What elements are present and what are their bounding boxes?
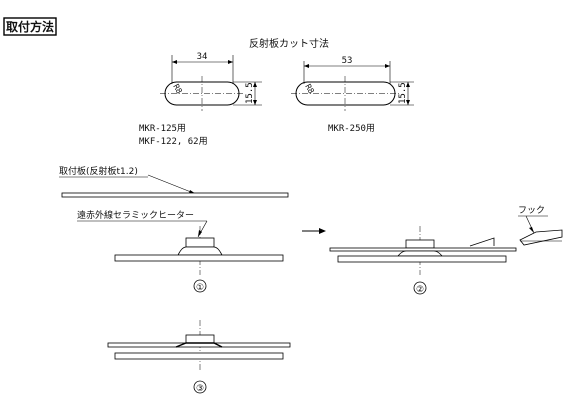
- title-box: [3, 17, 57, 36]
- slot-right-height: 15.5: [398, 82, 408, 104]
- step-1-figure: [114, 226, 284, 275]
- hook-label: フック: [518, 205, 545, 216]
- slot-right-model: MKR-250用: [328, 123, 375, 134]
- slot-left: 34 15.5 R8 MKR-125用 MKF-122, 62用: [139, 52, 262, 147]
- slot-left-model-1: MKR-125用: [139, 123, 186, 134]
- mount-plate-label: 取付板(反射板t1.2): [59, 165, 138, 177]
- step-2-figure: [329, 226, 563, 275]
- slot-right-width: 53: [342, 56, 353, 66]
- slot-right-radius: R8: [303, 83, 316, 96]
- arrow-right: [319, 228, 326, 234]
- step-3-number: ③: [196, 384, 204, 394]
- step-3-figure: [107, 320, 291, 372]
- slot-left-model-2: MKF-122, 62用: [139, 136, 208, 147]
- slot-left-width: 34: [197, 52, 208, 62]
- slot-left-height: 15.5: [245, 82, 255, 104]
- page-title: 取付方法: [6, 19, 54, 34]
- step-1-number: ①: [196, 283, 204, 293]
- mount-plate-figure: 取付板(反射板t1.2): [59, 165, 289, 198]
- slot-right: 53 15.5 R8 MKR-250用: [291, 56, 414, 134]
- step-2-number: ②: [416, 285, 424, 295]
- cutout-title: 反射板カット寸法: [249, 37, 329, 50]
- slot-left-radius: R8: [171, 83, 184, 96]
- heater-label: 遠赤外線セラミックヒーター: [77, 209, 194, 221]
